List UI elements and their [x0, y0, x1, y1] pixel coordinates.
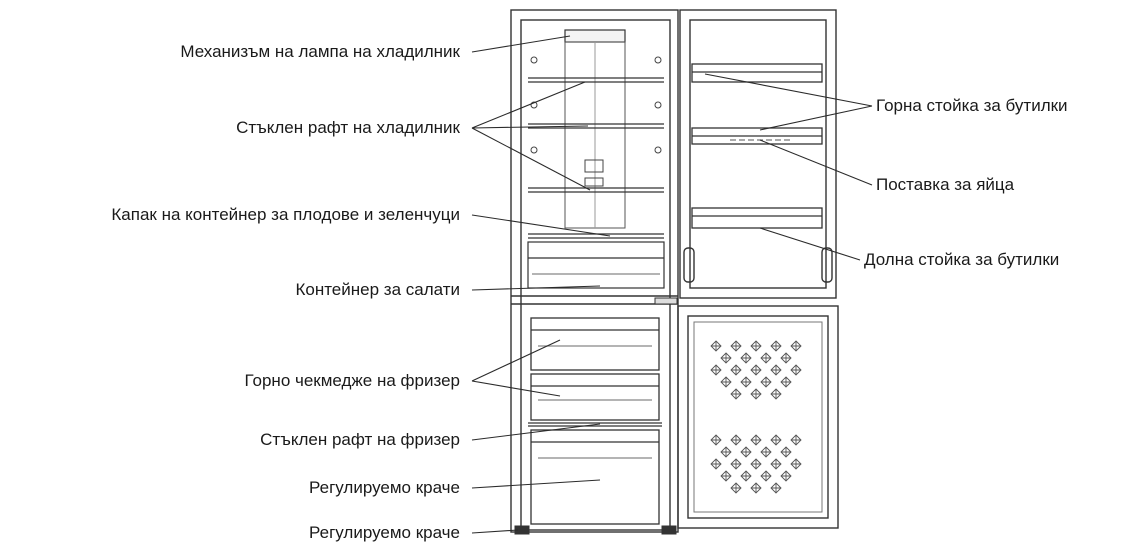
- pattern-diamond: [760, 446, 772, 458]
- pattern-diamond: [790, 364, 802, 376]
- pattern-diamond: [790, 434, 802, 446]
- label-fridge-glass-shelf: Стъклен рафт на хладилник: [236, 118, 460, 137]
- pattern-diamond: [780, 376, 792, 388]
- pattern-diamond: [790, 340, 802, 352]
- crisper-lid: [528, 233, 664, 239]
- pattern-diamond: [710, 364, 722, 376]
- pattern-diamond: [710, 434, 722, 446]
- pattern-diamond: [760, 352, 772, 364]
- pattern-diamond: [720, 470, 732, 482]
- pattern-diamond: [790, 458, 802, 470]
- pattern-diamond: [770, 388, 782, 400]
- label-adjustable-foot-1: Регулируемо краче: [309, 478, 460, 497]
- pattern-diamond: [770, 364, 782, 376]
- fridge-body: [510, 9, 679, 533]
- pattern-diamond: [730, 340, 742, 352]
- pattern-diamond: [730, 388, 742, 400]
- pattern-diamond: [770, 458, 782, 470]
- freezer-drawers: [528, 317, 662, 525]
- pattern-diamond: [750, 340, 762, 352]
- salad-container: [527, 241, 665, 289]
- pattern-diamond: [770, 482, 782, 494]
- label-freezer-upper-drawer: Горно чекмедже на фризер: [244, 371, 460, 390]
- freezer-door-pattern: [710, 340, 802, 494]
- pattern-diamond: [770, 340, 782, 352]
- pattern-diamond: [730, 458, 742, 470]
- fridge-glass-shelves: [528, 77, 664, 193]
- pattern-diamond: [740, 470, 752, 482]
- pattern-diamond: [730, 482, 742, 494]
- pattern-diamond: [710, 458, 722, 470]
- pattern-diamond: [750, 458, 762, 470]
- leader-lines-left: [471, 35, 611, 534]
- pattern-diamond: [720, 446, 732, 458]
- label-salad-container: Контейнер за салати: [295, 280, 460, 299]
- pattern-diamond: [730, 364, 742, 376]
- door-racks: [691, 63, 823, 229]
- pattern-diamond: [710, 340, 722, 352]
- pattern-diamond: [750, 434, 762, 446]
- label-egg-tray: Поставка за яйца: [876, 175, 1015, 194]
- freezer-door: [677, 305, 839, 529]
- pattern-diamond: [740, 446, 752, 458]
- label-lower-bottle-rack: Долна стойка за бутилки: [864, 250, 1060, 269]
- pattern-diamond: [750, 388, 762, 400]
- pattern-diamond: [720, 376, 732, 388]
- pattern-diamond: [770, 434, 782, 446]
- pattern-diamond: [780, 470, 792, 482]
- pattern-diamond: [730, 434, 742, 446]
- pattern-diamond: [740, 376, 752, 388]
- pattern-diamond: [740, 352, 752, 364]
- pattern-diamond: [750, 364, 762, 376]
- pattern-diamond: [720, 352, 732, 364]
- label-lamp-mechanism: Механизъм на лампа на хладилник: [180, 42, 460, 61]
- label-upper-bottle-rack: Горна стойка за бутилки: [876, 96, 1068, 115]
- pattern-diamond: [780, 352, 792, 364]
- pattern-diamond: [780, 446, 792, 458]
- pattern-diamond: [760, 470, 772, 482]
- lamp-mechanism: [564, 29, 626, 43]
- leader-lines-right: [704, 73, 873, 261]
- label-crisper-lid: Капак на контейнер за плодове и зеленчуц…: [111, 205, 460, 224]
- pattern-diamond: [760, 376, 772, 388]
- label-adjustable-foot-2: Регулируемо краче: [309, 523, 460, 542]
- pattern-diamond: [750, 482, 762, 494]
- fridge-door: [679, 9, 837, 299]
- label-freezer-glass-shelf: Стъклен рафт на фризер: [260, 430, 460, 449]
